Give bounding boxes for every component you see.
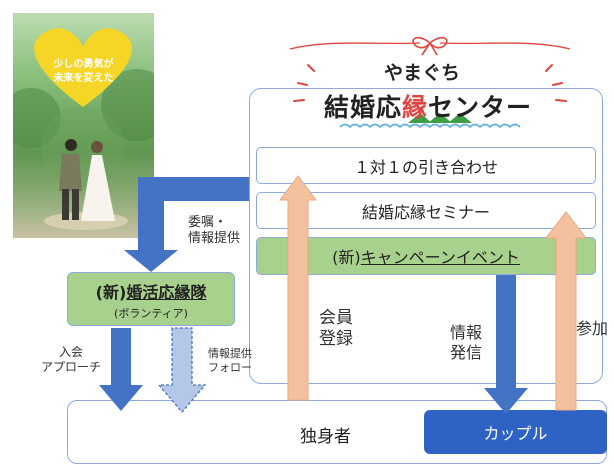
bow-icon	[289, 36, 571, 56]
arrow-entrust	[124, 177, 249, 272]
arrow-follow	[157, 327, 207, 414]
label-entrust-1: 委嘱・	[188, 215, 228, 230]
label-member-1: 会員	[319, 308, 353, 328]
arrow-member-registration	[279, 175, 317, 401]
heart-shape	[34, 28, 132, 107]
campaign-label: キャンペーンイベント	[360, 248, 520, 267]
couple-box: カップル	[424, 410, 607, 454]
label-approach-1: 入会	[58, 345, 83, 359]
mountain-icon	[408, 113, 472, 123]
title-decoration	[289, 36, 571, 129]
arrow-approach	[99, 328, 143, 411]
volunteer-box: (新)婚活応縁隊 (ボランティア)	[67, 272, 235, 326]
label-info-2: 発信	[450, 343, 483, 362]
poster-art	[13, 28, 154, 230]
label-member: 会員 登録	[319, 308, 353, 351]
label-entrust-2: 情報提供	[188, 231, 241, 247]
label-follow-2: フォロー	[208, 360, 252, 374]
poster-image: 少しの勇気が 未来を変えた	[13, 13, 154, 238]
center-title-part-c: センター	[428, 93, 533, 122]
wave-line	[339, 123, 521, 129]
label-info-1: 情報	[450, 323, 483, 342]
campaign-prefix: (新)	[332, 248, 361, 267]
label-approach-2: アプローチ	[40, 360, 101, 374]
volunteer-prefix: (新)	[95, 283, 127, 302]
item-box-seminar: 結婚応縁セミナー	[256, 192, 596, 229]
item-box-matching: １対１の引き合わせ	[256, 147, 596, 184]
arrow-info	[484, 275, 528, 414]
singles-label: 独身者	[300, 427, 351, 447]
center-frame	[249, 88, 603, 384]
item-box-campaign: (新) キャンペーンイベント	[256, 237, 596, 275]
label-entrust: 委嘱・ 情報提供	[188, 215, 240, 248]
label-join: 参加	[576, 319, 609, 338]
center-title: 結婚応縁センター	[306, 88, 550, 124]
label-info: 情報 発信	[450, 323, 482, 363]
center-title-accent: 縁	[401, 93, 428, 122]
sparkle-lines	[293, 64, 567, 102]
label-member-2: 登録	[319, 329, 353, 350]
poster-heart-text-2: 未来を変えた	[53, 73, 114, 84]
label-follow-1: 情報提供	[208, 347, 252, 360]
volunteer-sub: (ボランティア)	[114, 307, 188, 320]
item-label-matching: １対１の引き合わせ	[353, 157, 498, 177]
couple-label: カップル	[483, 424, 548, 443]
center-title-small: やまぐち	[383, 62, 460, 84]
center-title-part-a: 結婚応	[323, 93, 402, 122]
label-follow: 情報提供 フォロー	[199, 347, 261, 375]
arrow-join	[544, 211, 588, 411]
volunteer-name: 婚活応縁隊	[126, 283, 207, 302]
item-label-seminar: 結婚応縁セミナー	[361, 202, 490, 222]
label-approach: 入会 アプローチ	[38, 345, 104, 375]
poster-heart-text-1: 少しの勇気が	[53, 59, 114, 70]
